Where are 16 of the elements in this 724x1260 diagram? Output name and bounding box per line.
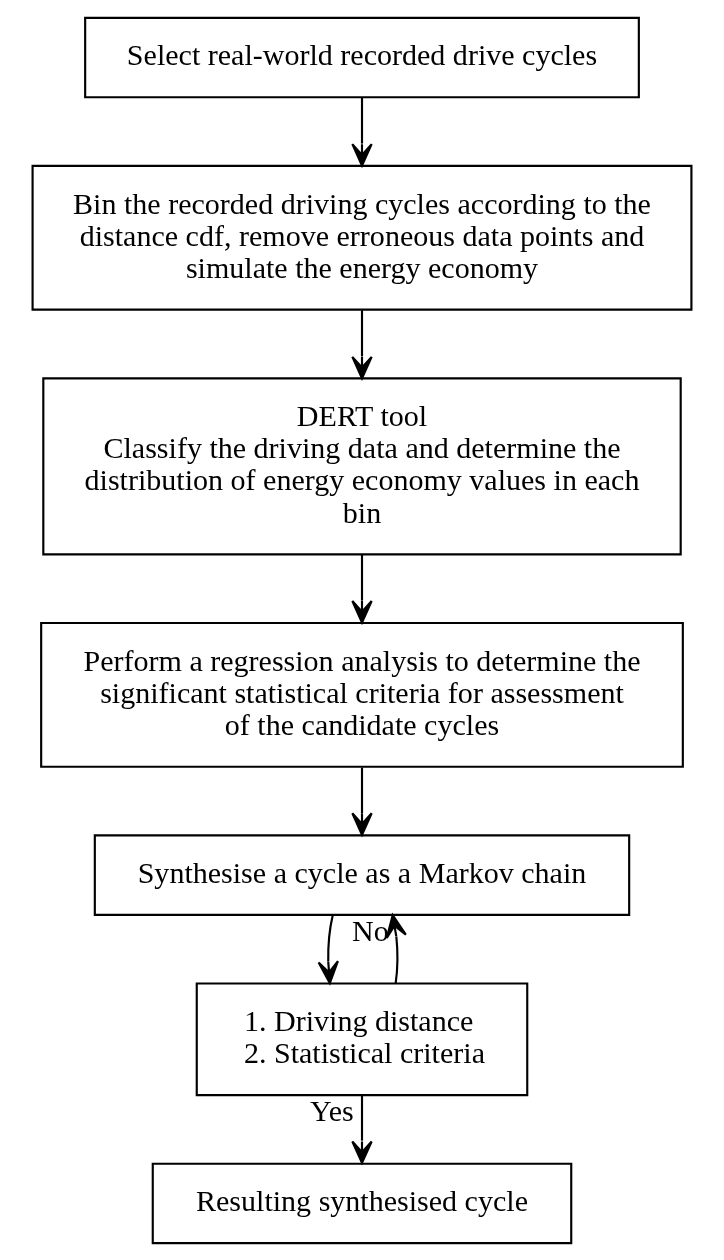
node-box: 1. Driving distance 2. Statistical criteria: [195, 981, 529, 1096]
node-box: Bin the recorded driving cycles according to the distance cdf, remove erroneous data points and simulate the energy economy: [31, 164, 693, 311]
node-box: Resulting synthesised cycle: [151, 1162, 573, 1244]
node-box: Perform a regression analysis to determine the significant statistical criteria for assessment of the candidate cycles: [40, 621, 684, 768]
edge-label: Yes: [310, 1093, 354, 1127]
arrow: [385, 913, 407, 983]
arrow: [351, 554, 373, 624]
node-box: DERT tool Classify the driving data and determine the distribution of energy economy values in each bin: [42, 376, 682, 555]
edge-label: No: [352, 913, 389, 947]
node-box: Synthesise a cycle as a Markov chain: [93, 833, 631, 916]
arrow: [351, 767, 373, 836]
arrow: [317, 914, 339, 984]
arrow: [351, 309, 373, 379]
node-box: Select real-world recorded drive cycles: [84, 16, 640, 98]
arrow: [351, 1095, 373, 1164]
arrow: [351, 97, 373, 167]
